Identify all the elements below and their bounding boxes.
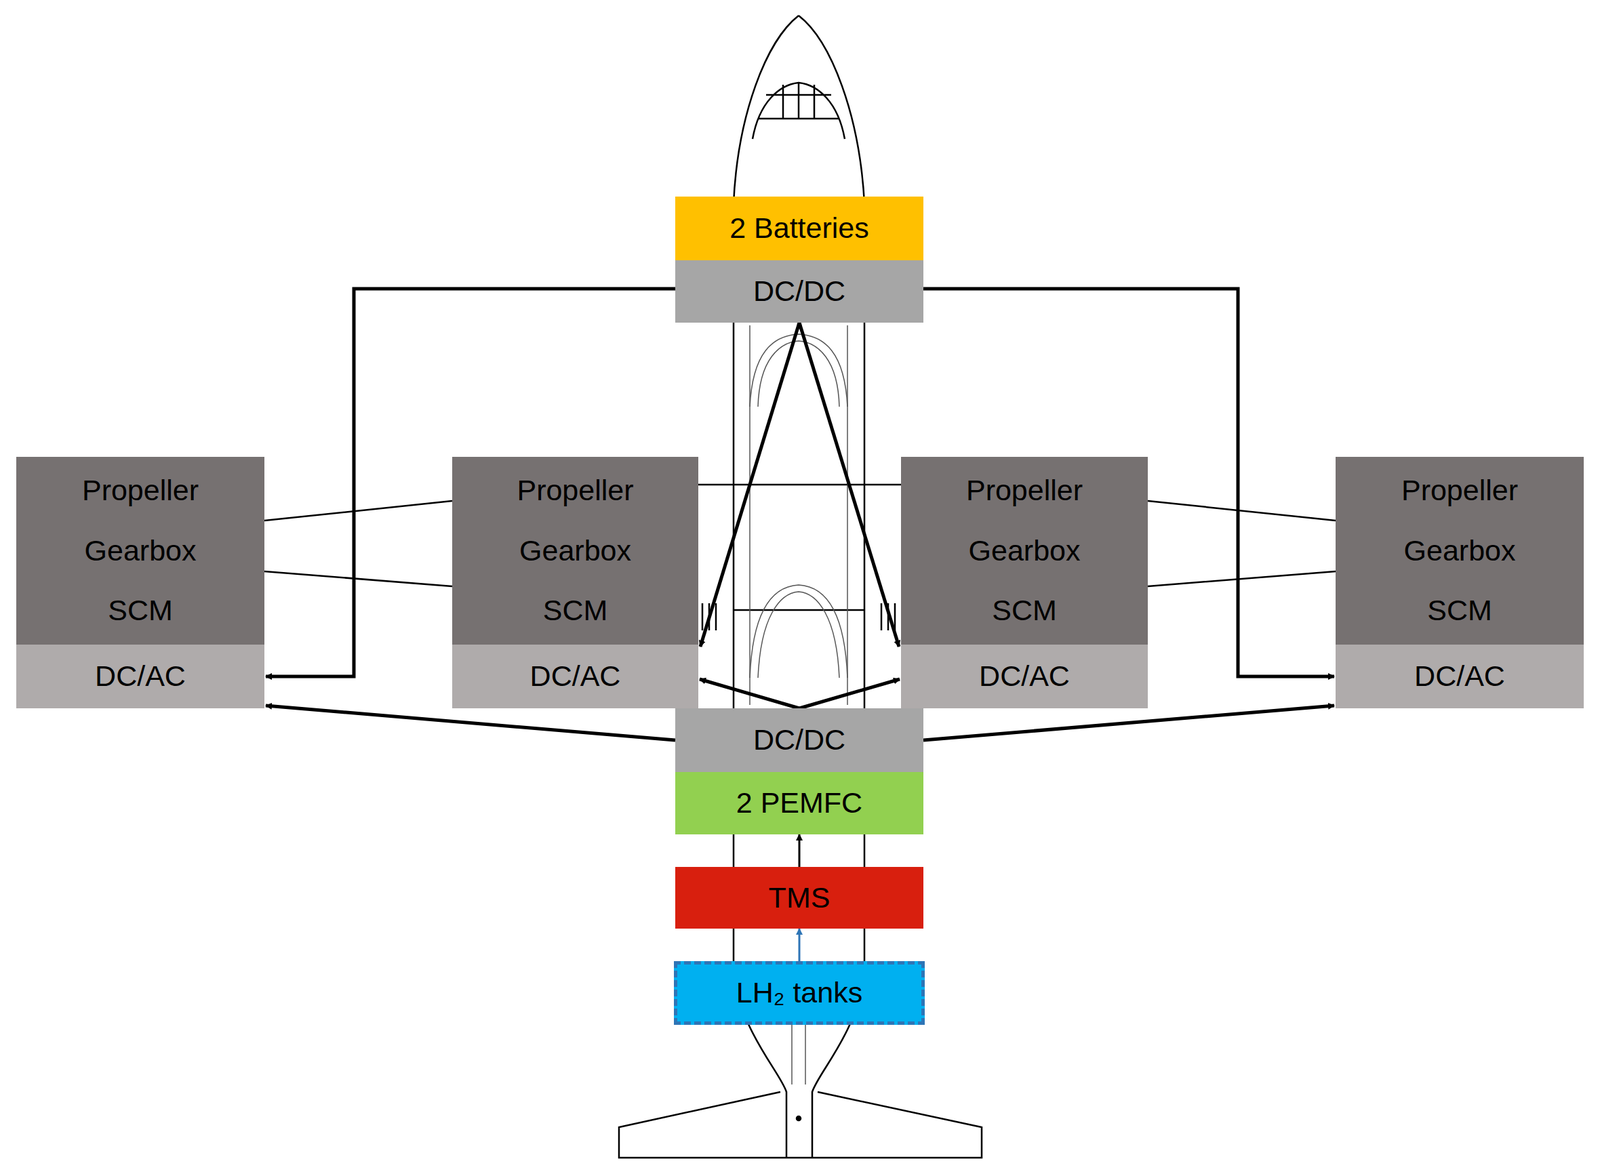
- battery-box: 2 Batteries: [675, 196, 924, 261]
- gear-details: [702, 603, 895, 631]
- converter-box: DC/DC: [675, 708, 924, 773]
- aircraft-outline: [264, 15, 1336, 1158]
- power-connector: [798, 928, 801, 962]
- tank-box: LH₂ tanks: [673, 961, 925, 1026]
- tail-dot: [796, 1116, 801, 1121]
- cockpit: [752, 82, 845, 139]
- thermal-box: TMS: [675, 867, 924, 929]
- power-connector: [923, 705, 1335, 741]
- power-connector: [799, 322, 899, 647]
- fuselage: [733, 15, 865, 1158]
- propulsion-box: PropellerGearboxSCM: [16, 456, 265, 645]
- node-label: SCM: [543, 593, 609, 628]
- power-connector: [699, 679, 800, 709]
- fuselage-frame: [749, 334, 848, 407]
- node-label: Propeller: [82, 473, 199, 508]
- node-label: Gearbox: [968, 534, 1081, 568]
- node-label: Propeller: [966, 473, 1083, 508]
- converter-box: DC/AC: [16, 644, 265, 709]
- node-label: DC/AC: [978, 659, 1070, 693]
- node-label: Propeller: [516, 473, 634, 508]
- wing-centre: [698, 484, 902, 487]
- converter-box: DC/AC: [1335, 644, 1584, 709]
- node-label: Gearbox: [84, 534, 197, 568]
- node-label: DC/DC: [753, 723, 846, 757]
- node-label: Gearbox: [1404, 534, 1516, 568]
- node-label: DC/AC: [530, 659, 622, 693]
- node-label: Propeller: [1401, 473, 1518, 508]
- propulsion-box: PropellerGearboxSCM: [901, 456, 1148, 645]
- node-label: DC/AC: [1414, 659, 1506, 693]
- node-label: DC/DC: [753, 274, 846, 308]
- propulsion-box: PropellerGearboxSCM: [1335, 456, 1584, 645]
- node-label: TMS: [768, 881, 831, 915]
- node-label: 2 PEMFC: [736, 786, 863, 820]
- power-connector: [700, 322, 800, 647]
- node-label: SCM: [107, 593, 173, 628]
- power-connector: [799, 679, 900, 709]
- node-label: LH₂ tanks: [736, 976, 863, 1010]
- propulsion-box: PropellerGearboxSCM: [452, 456, 699, 645]
- fuel-cell-box: 2 PEMFC: [675, 772, 924, 835]
- tailplane: [618, 1092, 982, 1158]
- converter-box: DC/AC: [452, 644, 699, 709]
- node-label: Gearbox: [519, 534, 632, 568]
- wing-left: [264, 501, 453, 587]
- power-connector: [265, 705, 676, 741]
- fuselage-frame: [749, 585, 848, 678]
- node-label: DC/AC: [94, 659, 186, 693]
- node-label: SCM: [991, 593, 1057, 628]
- node-label: 2 Batteries: [729, 211, 870, 245]
- converter-box: DC/AC: [901, 644, 1148, 709]
- wing-right: [1147, 501, 1336, 587]
- power-connector: [798, 834, 801, 868]
- node-label: SCM: [1427, 593, 1493, 628]
- converter-box: DC/DC: [675, 260, 924, 323]
